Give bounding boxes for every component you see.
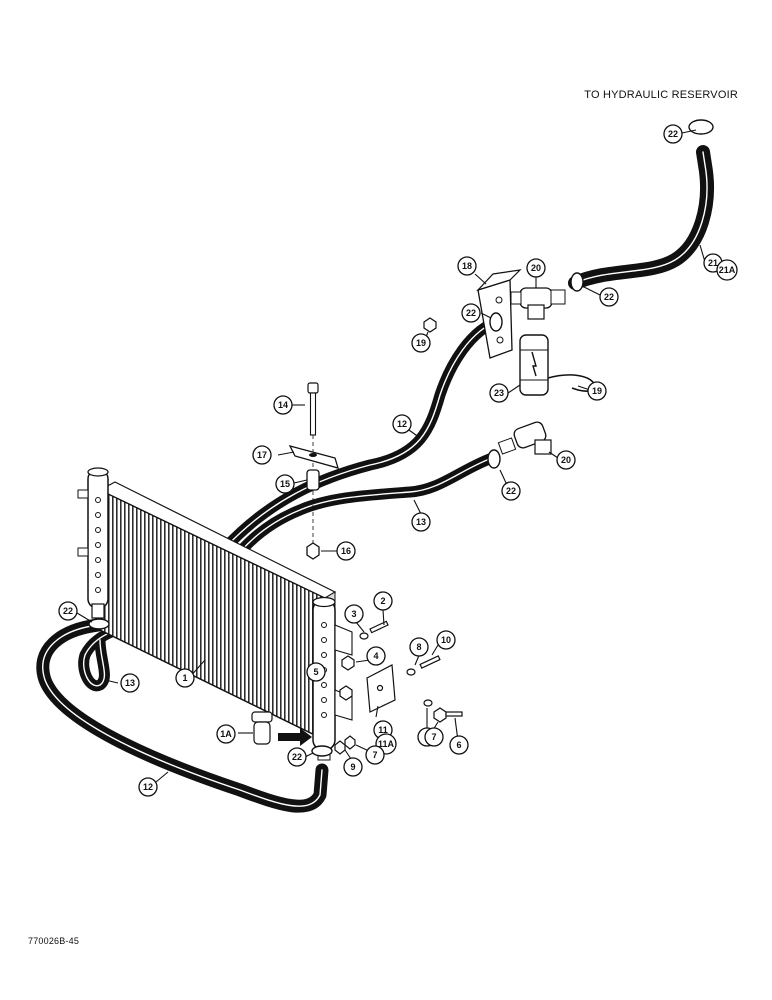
bolt-14 bbox=[307, 382, 319, 560]
fitting-1a bbox=[251, 711, 273, 745]
callout-16: 16 bbox=[336, 541, 356, 561]
callout-label: 22 bbox=[466, 308, 476, 318]
callout-12b: 12 bbox=[138, 777, 158, 797]
oil-cooler bbox=[77, 467, 353, 761]
callout-6: 6 bbox=[449, 735, 469, 755]
callout-20b: 20 bbox=[556, 450, 576, 470]
callout-label: 1A bbox=[220, 729, 232, 739]
callout-label: 4 bbox=[373, 651, 378, 661]
callout-label: 22 bbox=[506, 486, 516, 496]
callout-19b: 19 bbox=[587, 381, 607, 401]
callout-label: 17 bbox=[257, 450, 267, 460]
callout-label: 22 bbox=[604, 292, 614, 302]
callout-label: 22 bbox=[63, 606, 73, 616]
callout-label: 7 bbox=[431, 732, 436, 742]
callout-8a: 8 bbox=[409, 637, 429, 657]
hose-12-lower bbox=[36, 618, 329, 813]
callout-label: 5 bbox=[313, 667, 318, 677]
clamp-17 bbox=[288, 445, 339, 469]
arrow-direction bbox=[278, 728, 312, 746]
callout-3: 3 bbox=[344, 604, 364, 624]
callout-22f: 22 bbox=[287, 747, 307, 767]
callout-23: 23 bbox=[489, 383, 509, 403]
callout-18: 18 bbox=[457, 256, 477, 276]
callout-label: 1 bbox=[182, 673, 187, 683]
callout-label: 23 bbox=[494, 388, 504, 398]
callout-group: 222121A222018221919231214171520221316322… bbox=[58, 124, 738, 797]
callout-15: 15 bbox=[275, 474, 295, 494]
callout-label: 12 bbox=[143, 782, 153, 792]
hose-13-upper bbox=[234, 452, 498, 558]
callout-13a: 13 bbox=[411, 512, 431, 532]
callout-21a: 21A bbox=[716, 259, 738, 281]
callout-label: 2 bbox=[380, 596, 385, 606]
callout-label: 14 bbox=[278, 400, 288, 410]
callout-22c: 22 bbox=[461, 303, 481, 323]
callout-label: 13 bbox=[416, 517, 426, 527]
drawing-id: 770026B-45 bbox=[28, 936, 80, 946]
callout-13b: 13 bbox=[120, 673, 140, 693]
hose-clamps bbox=[88, 119, 714, 757]
callout-label: 19 bbox=[416, 338, 426, 348]
callout-label: 16 bbox=[341, 546, 351, 556]
callout-22b: 22 bbox=[599, 287, 619, 307]
callout-22e: 22 bbox=[58, 601, 78, 621]
callout-label: 21A bbox=[719, 265, 736, 275]
callout-1: 1 bbox=[175, 668, 195, 688]
callout-20a: 20 bbox=[526, 258, 546, 278]
nut-19 bbox=[423, 317, 437, 333]
destination-caption: TO HYDRAULIC RESERVOIR bbox=[584, 89, 738, 101]
callout-label: 9 bbox=[350, 762, 355, 772]
callout-label: 21 bbox=[708, 258, 718, 268]
callout-label: 7 bbox=[372, 750, 377, 760]
callout-7b: 7 bbox=[365, 745, 385, 765]
callout-1a: 1A bbox=[216, 724, 236, 744]
callout-label: 8 bbox=[416, 642, 421, 652]
callout-label: 11 bbox=[378, 725, 388, 735]
callout-label: 3 bbox=[351, 609, 356, 619]
callout-14: 14 bbox=[273, 395, 293, 415]
callout-label: 11A bbox=[378, 739, 395, 749]
nut-16 bbox=[306, 542, 320, 560]
filter-23 bbox=[519, 334, 549, 396]
tee-fitting-20-upper bbox=[510, 287, 566, 320]
leader-lines bbox=[76, 129, 706, 783]
tee-fitting-20-lower bbox=[497, 421, 552, 455]
callout-label: 10 bbox=[441, 635, 451, 645]
callout-label: 6 bbox=[456, 740, 461, 750]
callout-9: 9 bbox=[343, 757, 363, 777]
callout-2: 2 bbox=[373, 591, 393, 611]
callout-17: 17 bbox=[252, 445, 272, 465]
callout-label: 22 bbox=[292, 752, 302, 762]
hose-12-upper bbox=[219, 314, 506, 554]
mount-hardware bbox=[334, 620, 463, 755]
callout-4: 4 bbox=[366, 646, 386, 666]
callout-label: 12 bbox=[397, 419, 407, 429]
callout-19a: 19 bbox=[411, 333, 431, 353]
callout-label: 15 bbox=[280, 479, 290, 489]
callout-label: 18 bbox=[462, 261, 472, 271]
callout-label: 19 bbox=[592, 386, 602, 396]
callout-label: 22 bbox=[668, 129, 678, 139]
callout-7a: 7 bbox=[424, 727, 444, 747]
callout-10: 10 bbox=[436, 630, 456, 650]
callout-22d: 22 bbox=[501, 481, 521, 501]
callout-12a: 12 bbox=[392, 414, 412, 434]
callout-22a: 22 bbox=[663, 124, 683, 144]
callout-label: 13 bbox=[125, 678, 135, 688]
callout-label: 20 bbox=[561, 455, 571, 465]
hose-21-reservoir bbox=[568, 145, 714, 290]
callout-5: 5 bbox=[306, 662, 326, 682]
callout-label: 20 bbox=[531, 263, 541, 273]
spacer-15 bbox=[306, 469, 320, 491]
